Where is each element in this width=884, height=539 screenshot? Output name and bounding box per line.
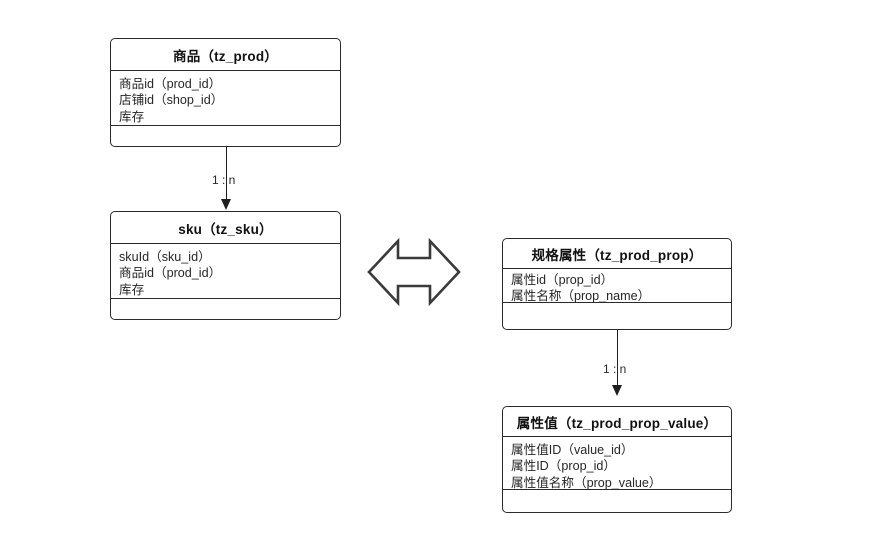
attribute-row: 店铺id（shop_id） [119,93,224,108]
attribute-row: 属性值ID（value_id） [511,443,634,457]
attribute-row: 属性ID（prop_id） [511,459,616,474]
entity-methods [111,299,340,319]
attribute-row: 属性id（prop_id） [511,273,614,287]
entity-title: sku（tz_sku） [111,212,340,244]
attribute-row: 商品id（prod_id） [119,77,222,91]
entity-methods [111,126,340,146]
attribute-row: 商品id（prod_id） [119,266,222,281]
bidirectional-arrow-icon [366,236,462,308]
entity-methods [503,303,731,329]
entity-tz-sku[interactable]: sku（tz_sku） skuId（sku_id） 商品id（prod_id） … [110,211,341,320]
entity-title: 商品（tz_prod） [111,39,340,71]
connector-prod-to-sku-arrowhead [220,199,231,210]
entity-title: 属性值（tz_prod_prop_value） [503,407,731,437]
entity-title: 规格属性（tz_prod_prop） [503,239,731,269]
entity-attributes: skuId（sku_id） 商品id（prod_id） 库存 [111,244,340,299]
attribute-row: 属性值名称（prop_value） [511,475,662,490]
entity-attributes: 商品id（prod_id） 店铺id（shop_id） 库存 [111,71,340,126]
attribute-row: 属性名称（prop_name） [511,289,651,304]
entity-tz-prod-prop[interactable]: 规格属性（tz_prod_prop） 属性id（prop_id） 属性名称（pr… [502,238,732,330]
connector-prop-to-value-line [617,330,618,386]
entity-attributes: 属性id（prop_id） 属性名称（prop_name） [503,269,731,303]
attribute-row: 库存 [119,282,145,297]
attribute-row: skuId（sku_id） [119,250,211,264]
entity-tz-prod[interactable]: 商品（tz_prod） 商品id（prod_id） 店铺id（shop_id） … [110,38,341,147]
attribute-row: 库存 [119,109,145,124]
entity-attributes: 属性值ID（value_id） 属性ID（prop_id） 属性值名称（prop… [503,437,731,490]
connector-prop-to-value-arrowhead [611,385,622,396]
entity-methods [503,490,731,512]
connector-prop-to-value-cardinality: 1 : n [603,362,627,376]
entity-tz-prod-prop-value[interactable]: 属性值（tz_prod_prop_value） 属性值ID（value_id） … [502,406,732,513]
connector-prod-to-sku-line [226,147,227,200]
connector-prod-to-sku-cardinality: 1 : n [212,173,236,187]
